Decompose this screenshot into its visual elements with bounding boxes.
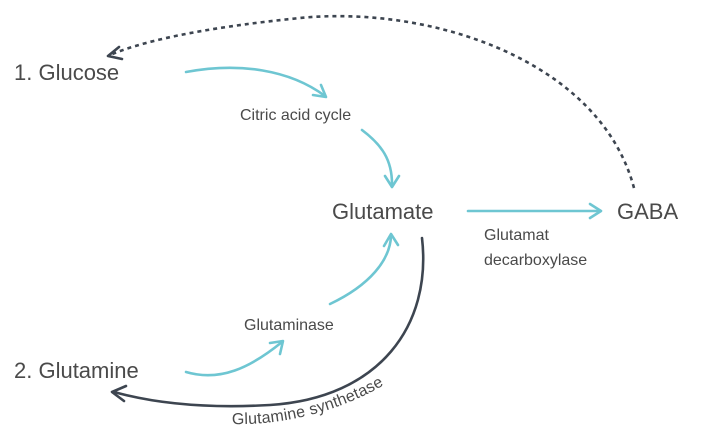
node-citric-acid-cycle: Citric acid cycle — [240, 107, 351, 124]
label-glutamine-synthetase-path: Glutamine synthetase — [232, 374, 386, 428]
label-glutamine-synthetase: Glutamine synthetase — [232, 374, 386, 428]
arrowhead-glucose-to-citric-acid-cycle — [311, 83, 328, 99]
arrowhead-citric-acid-cycle-to-glutamate — [383, 174, 401, 189]
arrowhead-glutamate-to-glutamine — [110, 384, 128, 403]
edge-glucose-to-citric-acid-cycle — [184, 66, 327, 98]
label-glutamat-decarboxylase-line2: decarboxylase — [484, 252, 587, 269]
arrowhead-glutaminase-to-glutamate — [382, 232, 400, 248]
node-glutamate: Glutamate — [332, 199, 434, 224]
arrowhead-glutamate-to-gaba — [588, 202, 603, 220]
edge-glutamate-to-glutamine — [112, 236, 425, 408]
arrowhead-gaba-to-glucose — [106, 45, 124, 61]
node-gaba: GABA — [617, 199, 678, 224]
arrowhead-glutamine-to-glutaminase — [268, 339, 285, 356]
node-glutamine: 2. Glutamine — [14, 358, 139, 383]
label-glutamat-decarboxylase-line1: Glutamat — [484, 227, 549, 244]
edge-glutaminase-to-glutamate — [328, 234, 393, 306]
node-glucose: 1. Glucose — [14, 60, 119, 85]
edge-glutamine-to-glutaminase — [184, 340, 284, 377]
edge-gaba-to-glucose — [109, 14, 636, 189]
edge-citric-acid-cycle-to-glutamate — [360, 128, 394, 186]
node-glutaminase: Glutaminase — [244, 317, 334, 334]
